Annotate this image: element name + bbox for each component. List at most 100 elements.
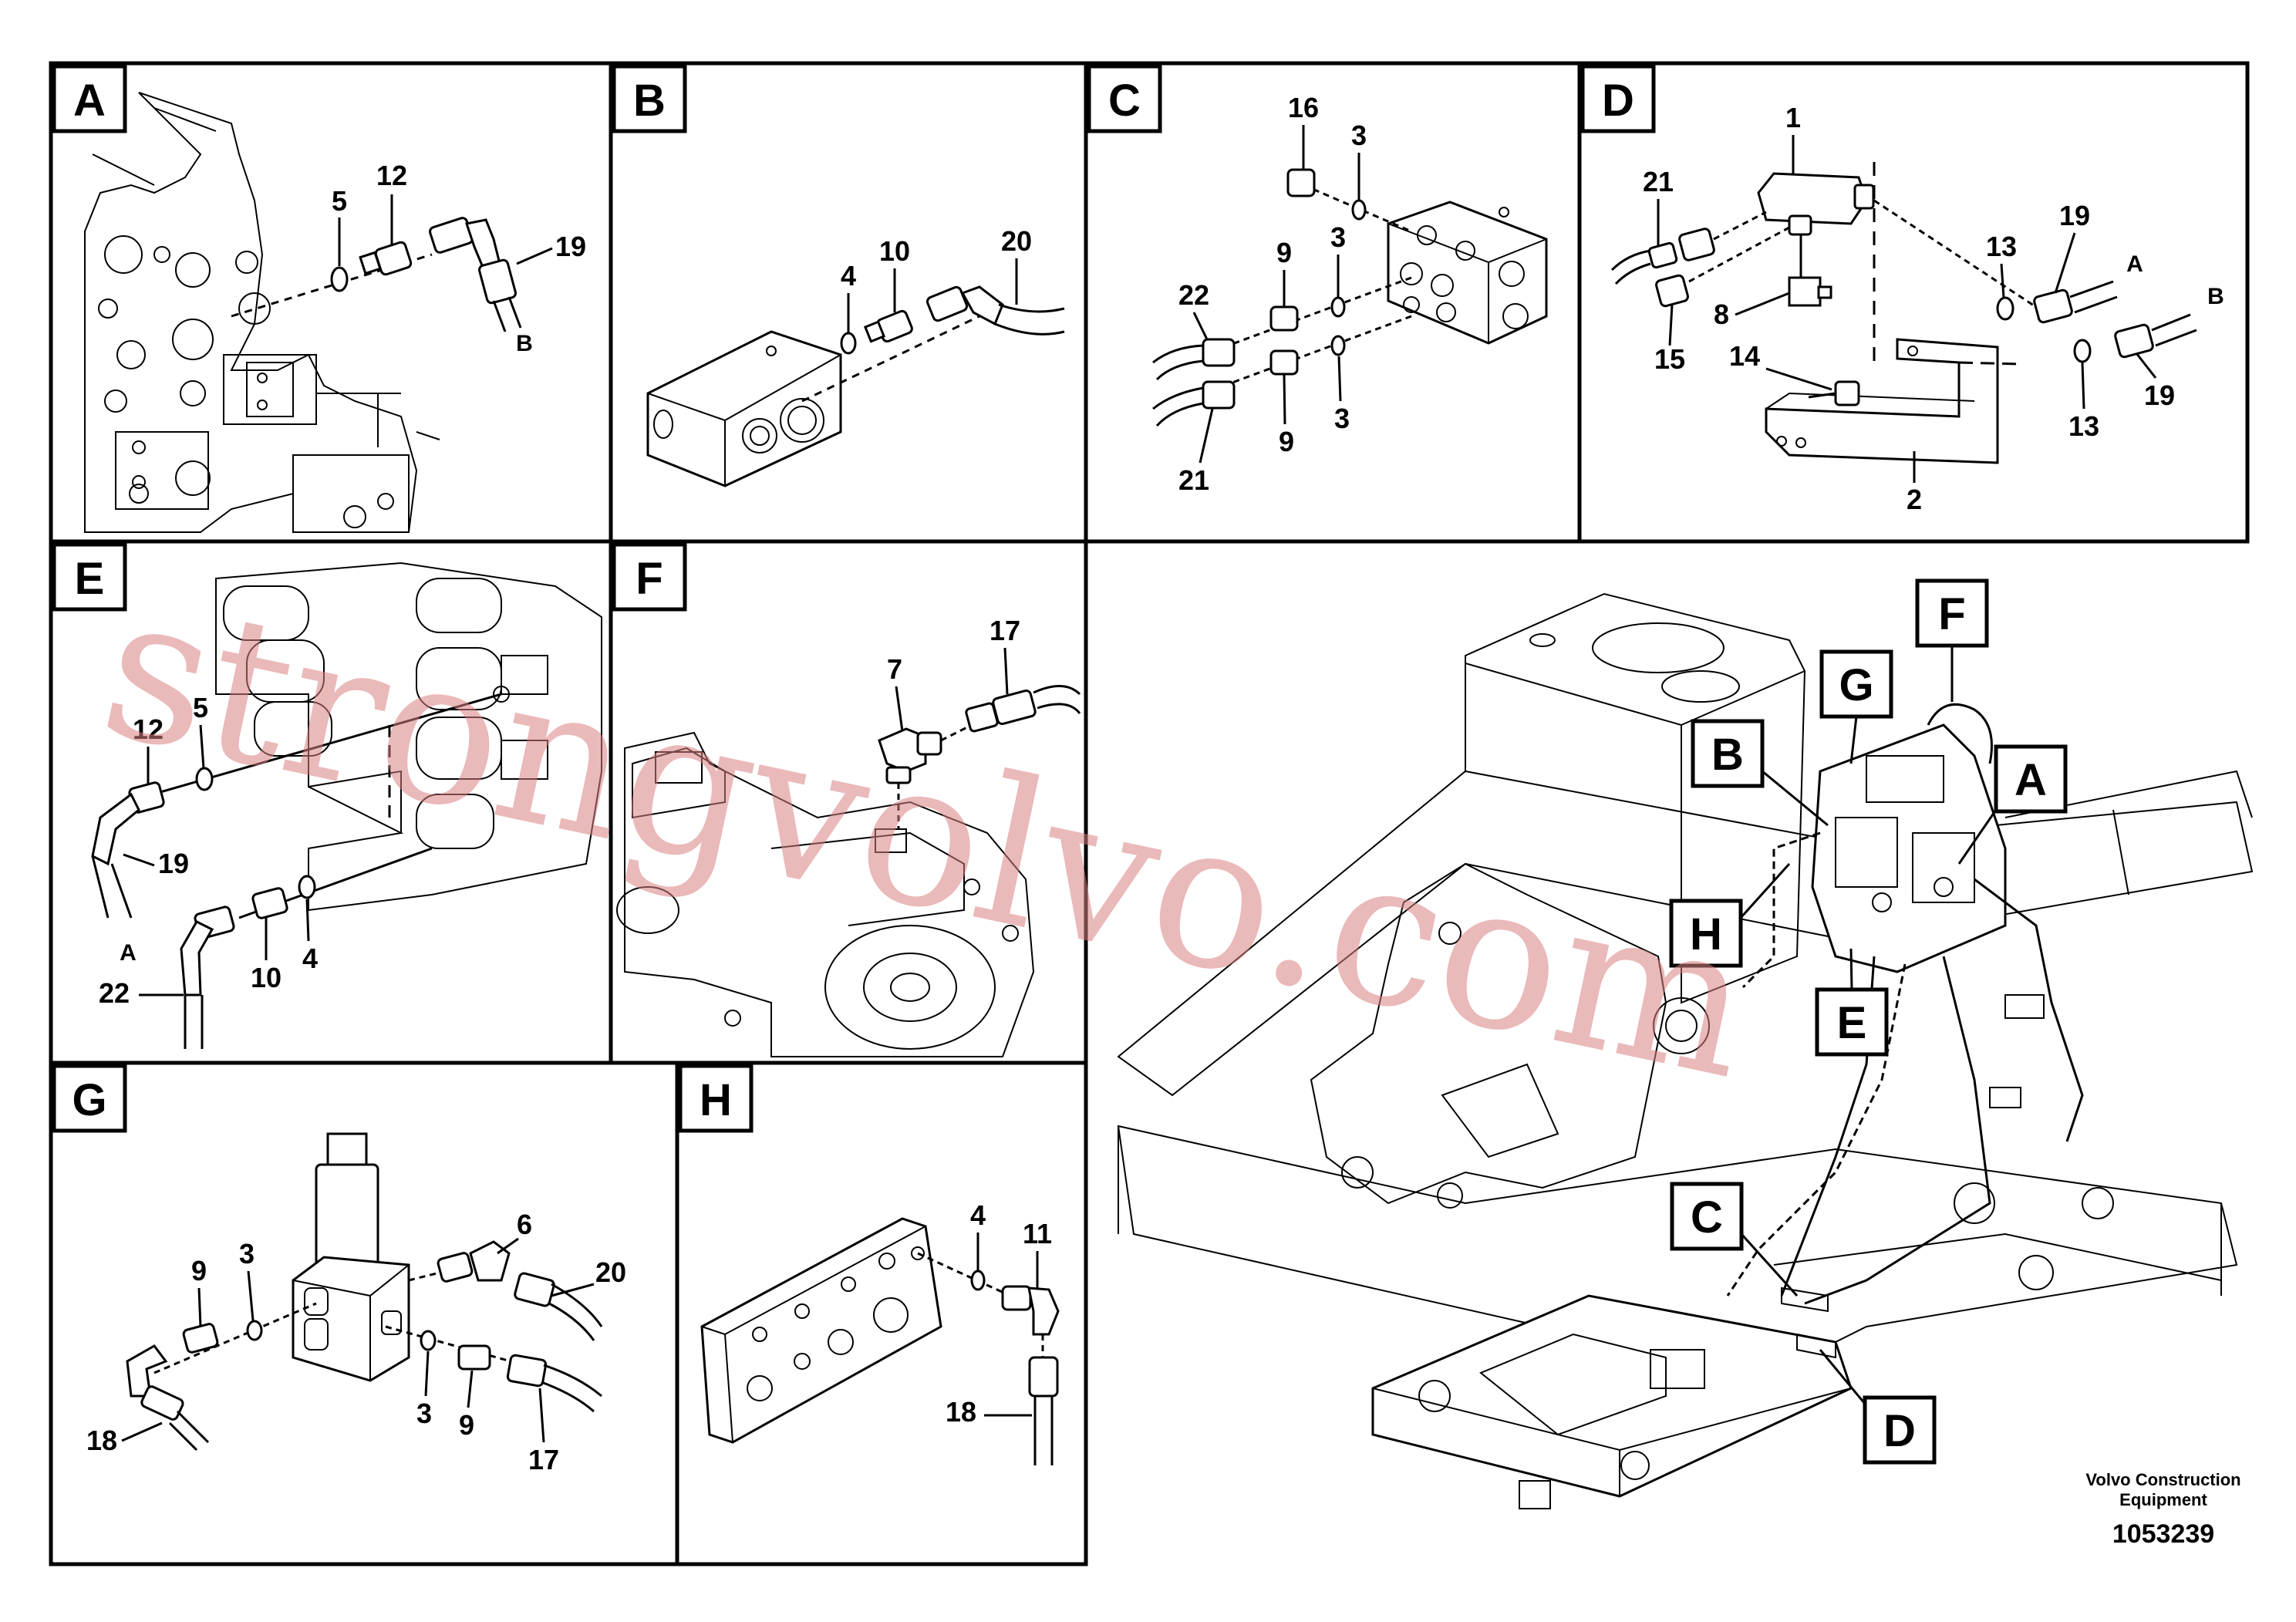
overview-tags: F G B A H E C D [1669, 578, 2068, 1465]
control-valve-spools-illustration [215, 561, 602, 912]
overview-tag-f-label: F [1938, 589, 1965, 639]
panel-e-tag [52, 542, 127, 612]
o-ring-3-mid [1330, 296, 1346, 318]
overview-tag-h-label: H [1690, 909, 1722, 959]
callout-14: 14 [1729, 340, 1760, 372]
callout-3-right: 3 [416, 1398, 432, 1429]
o-ring-3-top [1351, 199, 1367, 221]
callout-4: 4 [841, 260, 856, 292]
adapter-9-right [457, 1344, 491, 1371]
panel-a-label: A [73, 76, 106, 126]
callout-b: B [516, 331, 533, 356]
overview-tag-a [1994, 744, 2068, 814]
callout-13-bottom: 13 [2068, 410, 2099, 442]
overview-tag-b [1691, 719, 1765, 788]
callout-18: 18 [86, 1425, 117, 1456]
overview-tag-e-label: E [1837, 998, 1867, 1048]
adapter-9-bottom [1269, 349, 1299, 376]
callout-19-bottom: 19 [2144, 379, 2175, 411]
callout-19: 19 [158, 848, 189, 879]
callout-10: 10 [879, 235, 910, 267]
callout-15: 15 [1654, 343, 1685, 375]
callout-21: 21 [1643, 166, 1674, 197]
overview-illustration [1117, 592, 2254, 1509]
overview-tag-d [1863, 1395, 1937, 1465]
washer-13-bottom [2073, 339, 2092, 363]
overview-tag-h [1669, 899, 1743, 968]
callout-4: 4 [970, 1199, 986, 1231]
panel-f-label: F [636, 554, 663, 604]
callout-5: 5 [332, 185, 347, 217]
plug-15 [1655, 274, 1689, 308]
panel-g-label: G [72, 1075, 106, 1125]
credit-line-2: Equipment [2119, 1490, 2207, 1509]
hose-elbow-20 [925, 285, 1065, 336]
adapter-9-top [1269, 305, 1299, 332]
valve-block-illustration [1387, 201, 1548, 345]
callout-11: 11 [1023, 1218, 1052, 1249]
callout-12: 12 [376, 160, 407, 191]
panel-g: G [52, 1064, 626, 1475]
overview-tag-g [1819, 649, 1893, 719]
hose-21 [1610, 228, 1715, 285]
callout-22: 22 [1178, 279, 1209, 311]
plug-16 [1286, 168, 1316, 197]
callout-9-bottom: 9 [1279, 426, 1294, 457]
callout-19-top: 19 [2059, 200, 2090, 231]
panel-c-label: C [1108, 76, 1141, 126]
callout-a: A [120, 940, 137, 966]
hose-21 [1152, 380, 1236, 427]
callout-3-low: 3 [1334, 403, 1350, 434]
panel-h-label: H [700, 1075, 732, 1125]
callout-21: 21 [1178, 464, 1209, 496]
panel-f: F 7 17 [612, 542, 1081, 1057]
callout-16: 16 [1288, 92, 1319, 123]
panel-a-frame [49, 61, 613, 544]
panel-e-label: E [75, 554, 105, 604]
callout-8: 8 [1714, 298, 1729, 330]
hose-18 [126, 1344, 210, 1452]
adapter-9-left [182, 1323, 219, 1354]
panel-h: H 4 11 18 [678, 1064, 1060, 1465]
callout-2: 2 [1907, 484, 1922, 515]
panel-frames [49, 61, 2250, 1566]
panel-b-label: B [633, 76, 666, 126]
tee-block-1 [1757, 172, 1875, 236]
callout-3-top: 3 [1351, 120, 1367, 151]
washer-13-top [1996, 296, 2014, 321]
credit-line-1: Volvo Construction [2085, 1470, 2240, 1489]
callout-18: 18 [946, 1396, 976, 1428]
o-ring-4 [970, 1270, 986, 1291]
o-ring-3-left [246, 1320, 263, 1341]
document-number: 1053239 [2112, 1519, 2214, 1549]
o-ring-3-low [1330, 335, 1346, 356]
overview-tag-d-label: D [1883, 1406, 1916, 1456]
o-ring-4 [298, 875, 316, 899]
valve-block-illustration [646, 330, 842, 487]
hose-19-top [2033, 280, 2118, 324]
callout-3-mid: 3 [1330, 221, 1346, 253]
callout-1: 1 [1785, 102, 1801, 133]
overview-tag-c-label: C [1691, 1192, 1723, 1243]
panel-d: D [1580, 64, 2224, 515]
panel-a: A [52, 64, 586, 533]
elbow-7 [878, 727, 942, 829]
callout-20: 20 [595, 1256, 626, 1288]
panel-c: C 16 3 3 9 [1087, 64, 1548, 496]
panel-d-tag [1580, 64, 1656, 133]
callout-12: 12 [133, 713, 164, 745]
callout-17: 17 [528, 1444, 559, 1475]
hose-20 [514, 1272, 603, 1341]
panel-g-tag [52, 1064, 127, 1133]
watermark-text: strongvolvo.com [86, 548, 1771, 1124]
elbow-8 [1788, 276, 1822, 307]
elbow-11 [1001, 1285, 1060, 1357]
overview-tag-b-label: B [1711, 730, 1744, 780]
hose-17 [506, 1354, 602, 1413]
adapter-10 [251, 887, 288, 919]
adapter-12 [359, 241, 413, 276]
callout-22: 22 [99, 977, 130, 1009]
callout-5: 5 [193, 692, 208, 723]
overview-tag-g-label: G [1839, 660, 1873, 710]
